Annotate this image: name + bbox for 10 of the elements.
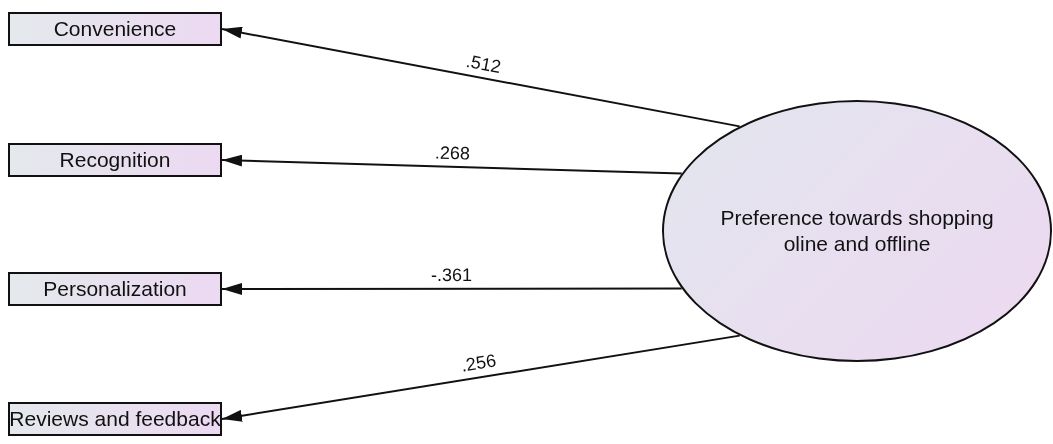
path-coefficient-label: -.361 xyxy=(429,265,475,284)
latent-variable-ellipse: Preference towards shopping oline and offline xyxy=(662,100,1052,362)
observed-variable-box: Reviews and feedback xyxy=(8,402,222,436)
path-arrow xyxy=(221,154,683,175)
observed-variable-box: Personalization xyxy=(8,272,222,306)
path-arrow xyxy=(221,283,683,295)
observed-variable-box: Recognition xyxy=(8,143,222,177)
observed-variable-box: Convenience xyxy=(8,12,222,46)
path-arrow xyxy=(221,26,741,128)
path-arrow xyxy=(221,334,741,422)
